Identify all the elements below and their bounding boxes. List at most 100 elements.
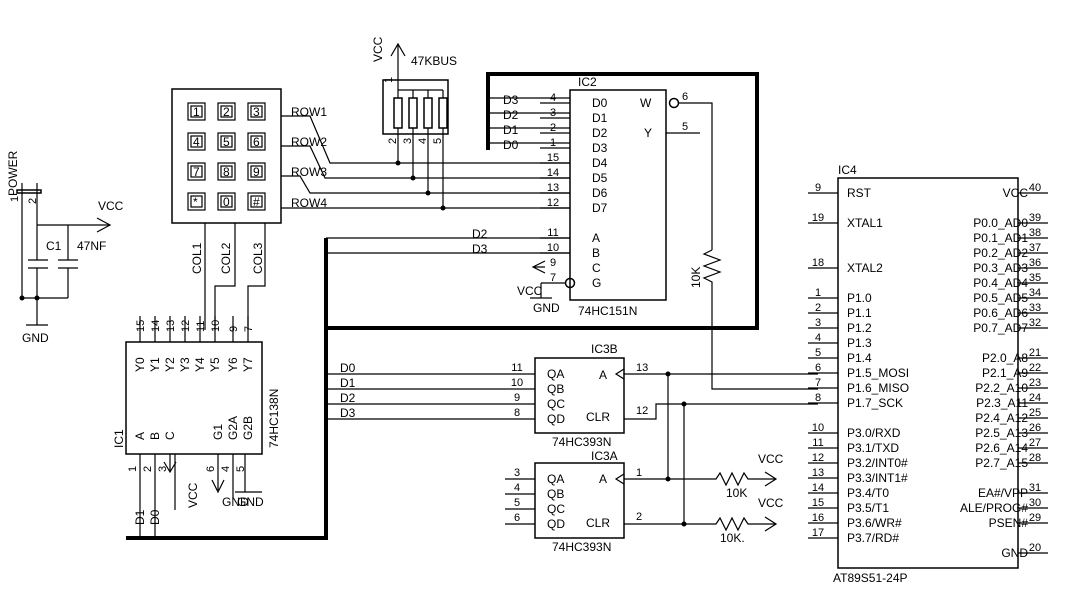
key-inner [190, 105, 203, 118]
key-star [187, 192, 206, 211]
row2-wire [281, 145, 570, 179]
ic4-pin-num-3: 3 [815, 317, 821, 329]
ic3b-left-net-d3: D3 [340, 406, 356, 420]
ic4-pin-num-24: 24 [1029, 392, 1041, 404]
ic4-pin-name-p1-3: P1.3 [847, 336, 872, 350]
ic1-decoder: IC1 74HC138N 15Y014Y113Y212Y311Y410Y59Y6… [112, 316, 281, 540]
ic4-pin-name-rst: RST [847, 186, 872, 200]
ic1-pin-num-10: 10 [210, 320, 222, 332]
ic2-res-value: 10K [689, 267, 703, 288]
key-inner [220, 105, 233, 118]
ic3a-res-value-1: 10K [726, 486, 747, 500]
ic2-pin-num-7: 7 [550, 272, 556, 284]
ic2-pin-name-d2: D2 [592, 126, 608, 140]
key-label: 3 [253, 105, 260, 119]
ic4-pin-num-35: 35 [1029, 272, 1041, 284]
ic2-net-d3: D3 [503, 93, 519, 107]
bus-label-ic2-a: D2 [472, 227, 488, 241]
row-label-2: ROW2 [291, 135, 327, 149]
ic4-pin-num-27: 27 [1029, 437, 1041, 449]
ic4-pin-name-p1-7-sck: P1.7_SCK [847, 396, 903, 410]
key-3 [247, 102, 266, 121]
capacitor-c1 [58, 225, 78, 298]
ic4-pin-num-34: 34 [1029, 287, 1041, 299]
key-inner [190, 195, 203, 208]
key-inner [220, 165, 233, 178]
ic4-pin-name-p3-7-rd: P3.7/RD# [847, 531, 899, 545]
ic4-pin-num-1: 1 [815, 287, 821, 299]
ic3a-body [534, 462, 625, 539]
ic4-pin-num-17: 17 [812, 527, 824, 539]
gnd-label-power: GND [22, 331, 49, 345]
ic1-pin-num-4: 4 [220, 466, 232, 472]
ic4-pin-name-p2-0-a8: P2.0_A8 [982, 351, 1028, 365]
ic2-pin-num-13: 13 [547, 182, 559, 194]
ic1-pin-num-12: 12 [180, 320, 192, 332]
ic2-pin-num-15: 15 [547, 152, 559, 164]
ic4-pin-name-p1-4: P1.4 [847, 351, 872, 365]
ic3a-left-pin-name-qb: QB [547, 487, 564, 501]
ic4-pin-name-p1-2: P1.2 [847, 321, 872, 335]
ic4-pin-num-40: 40 [1029, 182, 1041, 194]
ic2-pin-name-d7: D7 [592, 201, 608, 215]
ic3a-left-pin-num-4: 4 [514, 482, 520, 494]
ic4-pin-name-p2-3-a11: P2.3_A11 [976, 396, 1028, 410]
key-label: * [193, 195, 198, 209]
ic4-pin-name-p2-5-a13: P2.5_A13 [975, 426, 1028, 440]
ic4-pin-num-31: 31 [1029, 482, 1041, 494]
ic4-pin-num-16: 16 [812, 512, 824, 524]
ic4-pin-name-p3-3-int1: P3.3/INT1# [847, 471, 908, 485]
ic1-pin-num-11: 11 [195, 321, 207, 332]
ic3b-left-net-d2: D2 [340, 391, 356, 405]
ic2-pin-name-d5: D5 [592, 171, 608, 185]
ic4-pin-name-p3-6-wr: P3.6/WR# [847, 516, 902, 530]
vcc-label-resbus: VCC [371, 36, 385, 62]
ic1-pin-num-6: 6 [205, 466, 217, 472]
col2-wire [214, 223, 236, 330]
ic2-net-d1: D1 [503, 123, 519, 137]
ic3a-pin-name-clr: CLR [586, 516, 610, 530]
ic4-pin-num-26: 26 [1029, 422, 1041, 434]
ic4-pin-num-21: 21 [1029, 347, 1041, 359]
ic4-pin-name-xtal1: XTAL1 [847, 216, 883, 230]
ic3a-left-pin-name-qc: QC [547, 502, 565, 516]
ic4-pin-num-15: 15 [812, 497, 824, 509]
ic2-body [569, 89, 667, 301]
ic4-pin-name-p1-5-mosi: P1.5_MOSI [847, 366, 909, 380]
vcc-label-ic3-2: VCC [758, 496, 784, 510]
ic2-pin-name-w: W [640, 96, 652, 110]
ic2-net-d0: D0 [503, 138, 519, 152]
key-label: 6 [253, 135, 260, 149]
ic1-pin-name-y0: Y0 [133, 357, 147, 372]
ic4-pin-num-8: 8 [815, 392, 821, 404]
ic4-pin-num-5: 5 [815, 347, 821, 359]
ic1-pin-name-g2a: G2A [226, 416, 240, 440]
power-connector-label: POWER [6, 150, 20, 196]
ic4-pin-name-p0-1-ad1: P0.1_AD1 [973, 231, 1028, 245]
key-1 [187, 102, 206, 121]
ic1-pin-name-g1: G1 [211, 424, 225, 440]
ic4-pin-num-19: 19 [812, 212, 824, 224]
ic3b-body [534, 357, 625, 434]
ic4-pin-name-p3-0-rxd: P3.0/RXD [847, 426, 901, 440]
ic2-pin-name-d3: D3 [592, 141, 608, 155]
key-label: 2 [223, 105, 230, 119]
ic3b-pin-name-a: A [599, 368, 607, 382]
ic1-pin-name-c: C [163, 431, 177, 440]
ic1-pin-num-7: 7 [243, 326, 255, 332]
ic4-pin-num-6: 6 [815, 362, 821, 374]
vcc-arrow-resbus [390, 42, 406, 57]
col-label-1: COL1 [190, 242, 204, 274]
ic2-pin-name-c: C [592, 261, 601, 275]
ic1-net-d0: D0 [148, 509, 162, 525]
ic4-pin-name-p2-4-a12: P2.4_A12 [975, 411, 1028, 425]
ic2-pin-num-12: 12 [547, 197, 559, 209]
ic3a-pin-num-2: 2 [636, 511, 642, 523]
ic1-pin-num-14: 14 [150, 320, 162, 332]
ic4-pin-num-18: 18 [812, 257, 824, 269]
ic1-pin-name-a: A [133, 432, 147, 440]
ic4-pin-num-39: 39 [1029, 212, 1041, 224]
